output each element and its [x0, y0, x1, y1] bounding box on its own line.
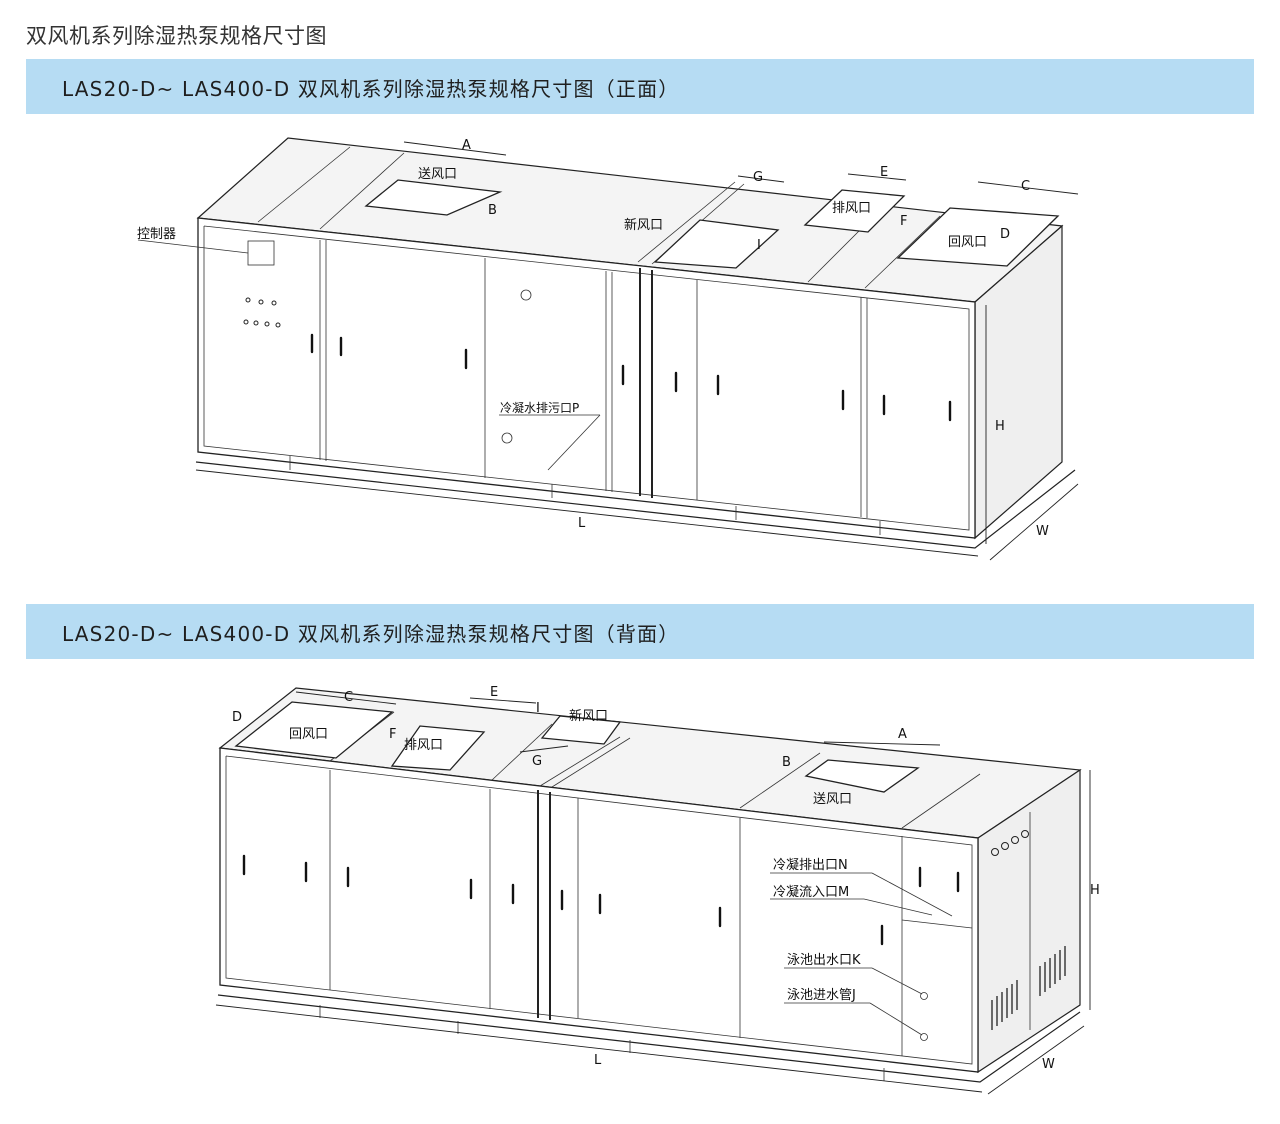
front-view-drawing: A B C D E F G I H L W 控制器 送风口 新风口 排风口 回风… [137, 137, 1079, 561]
dim-d: D [1000, 227, 1010, 242]
dim-l: L [578, 516, 586, 531]
dim-h: H [995, 419, 1005, 434]
side-vent-grilles [991, 946, 1066, 1030]
back-door-handles [242, 854, 960, 946]
front-supply-label: 送风口 [418, 167, 457, 182]
front-dimension-lines [195, 141, 1079, 561]
back-dim-i: I [536, 701, 540, 716]
front-view-title: LAS20-D~ LAS400-D 双风机系列除湿热泵规格尺寸图（正面） [62, 77, 680, 101]
back-dim-c: C [344, 690, 353, 705]
back-dim-a: A [898, 727, 907, 742]
pool-out-label: 泳池出水口K [787, 953, 861, 968]
back-dim-b: B [782, 755, 791, 770]
pool-in-label: 泳池进水管J [787, 988, 856, 1003]
page-title: 双风机系列除湿热泵规格尺寸图 [26, 24, 327, 48]
back-dim-e: E [490, 685, 498, 700]
back-return-inlet [234, 701, 394, 759]
front-fresh-inlet [653, 219, 780, 269]
drain-port-icon [501, 432, 513, 444]
cond-out-label: 冷凝排出口N [773, 857, 848, 873]
back-return-label: 回风口 [289, 727, 328, 742]
side-port-circles [991, 830, 1029, 856]
back-supply-label: 送风口 [813, 792, 852, 807]
unit-front-face [197, 217, 976, 539]
back-dim-w: W [1042, 1057, 1055, 1072]
back-dim-d: D [232, 710, 242, 725]
front-supply-outlet [364, 179, 503, 216]
front-fresh-label: 新风口 [624, 217, 663, 233]
back-exhaust-label: 排风口 [404, 738, 443, 753]
dim-f: F [900, 214, 907, 229]
back-supply-outlet [804, 759, 920, 793]
front-return-label: 回风口 [948, 235, 987, 250]
dim-b: B [488, 203, 497, 218]
front-exhaust-outlet [803, 189, 906, 233]
front-exhaust-label: 排风口 [832, 201, 871, 216]
back-view-drawing: A B C D E F G I H L W 回风口 排风口 新风口 送风口 冷凝… [215, 685, 1100, 1095]
back-exhaust-outlet [390, 725, 486, 771]
dim-w: W [1036, 524, 1049, 539]
back-dim-g: G [532, 754, 542, 769]
dim-g: G [753, 170, 763, 185]
indicator-lights [243, 297, 281, 328]
back-dimension-lines [215, 691, 1091, 1095]
back-dim-f: F [389, 727, 396, 742]
front-door-handles [310, 333, 952, 422]
front-view-banner: LAS20-D~ LAS400-D 双风机系列除湿热泵规格尺寸图（正面） [26, 59, 1254, 114]
cond-in-label: 冷凝流入口M [773, 884, 849, 900]
dim-e: E [880, 165, 888, 180]
pool-inlet-port-icon [920, 1033, 928, 1041]
pool-outlet-port-icon [920, 992, 928, 1000]
dim-c: C [1021, 179, 1030, 194]
controller-label: 控制器 [137, 227, 176, 242]
back-dim-h: H [1090, 883, 1100, 898]
dim-a: A [462, 138, 471, 153]
access-port-icon [520, 289, 532, 301]
back-view-banner: LAS20-D~ LAS400-D 双风机系列除湿热泵规格尺寸图（背面） [26, 604, 1254, 659]
back-view-title: LAS20-D~ LAS400-D 双风机系列除湿热泵规格尺寸图（背面） [62, 622, 680, 646]
dim-i: I [757, 238, 761, 253]
back-fresh-label: 新风口 [569, 708, 608, 724]
front-drain-label: 冷凝水排污口P [500, 400, 579, 415]
back-fresh-inlet [540, 715, 622, 745]
back-dim-l: L [594, 1053, 602, 1068]
front-return-inlet [896, 207, 1060, 267]
